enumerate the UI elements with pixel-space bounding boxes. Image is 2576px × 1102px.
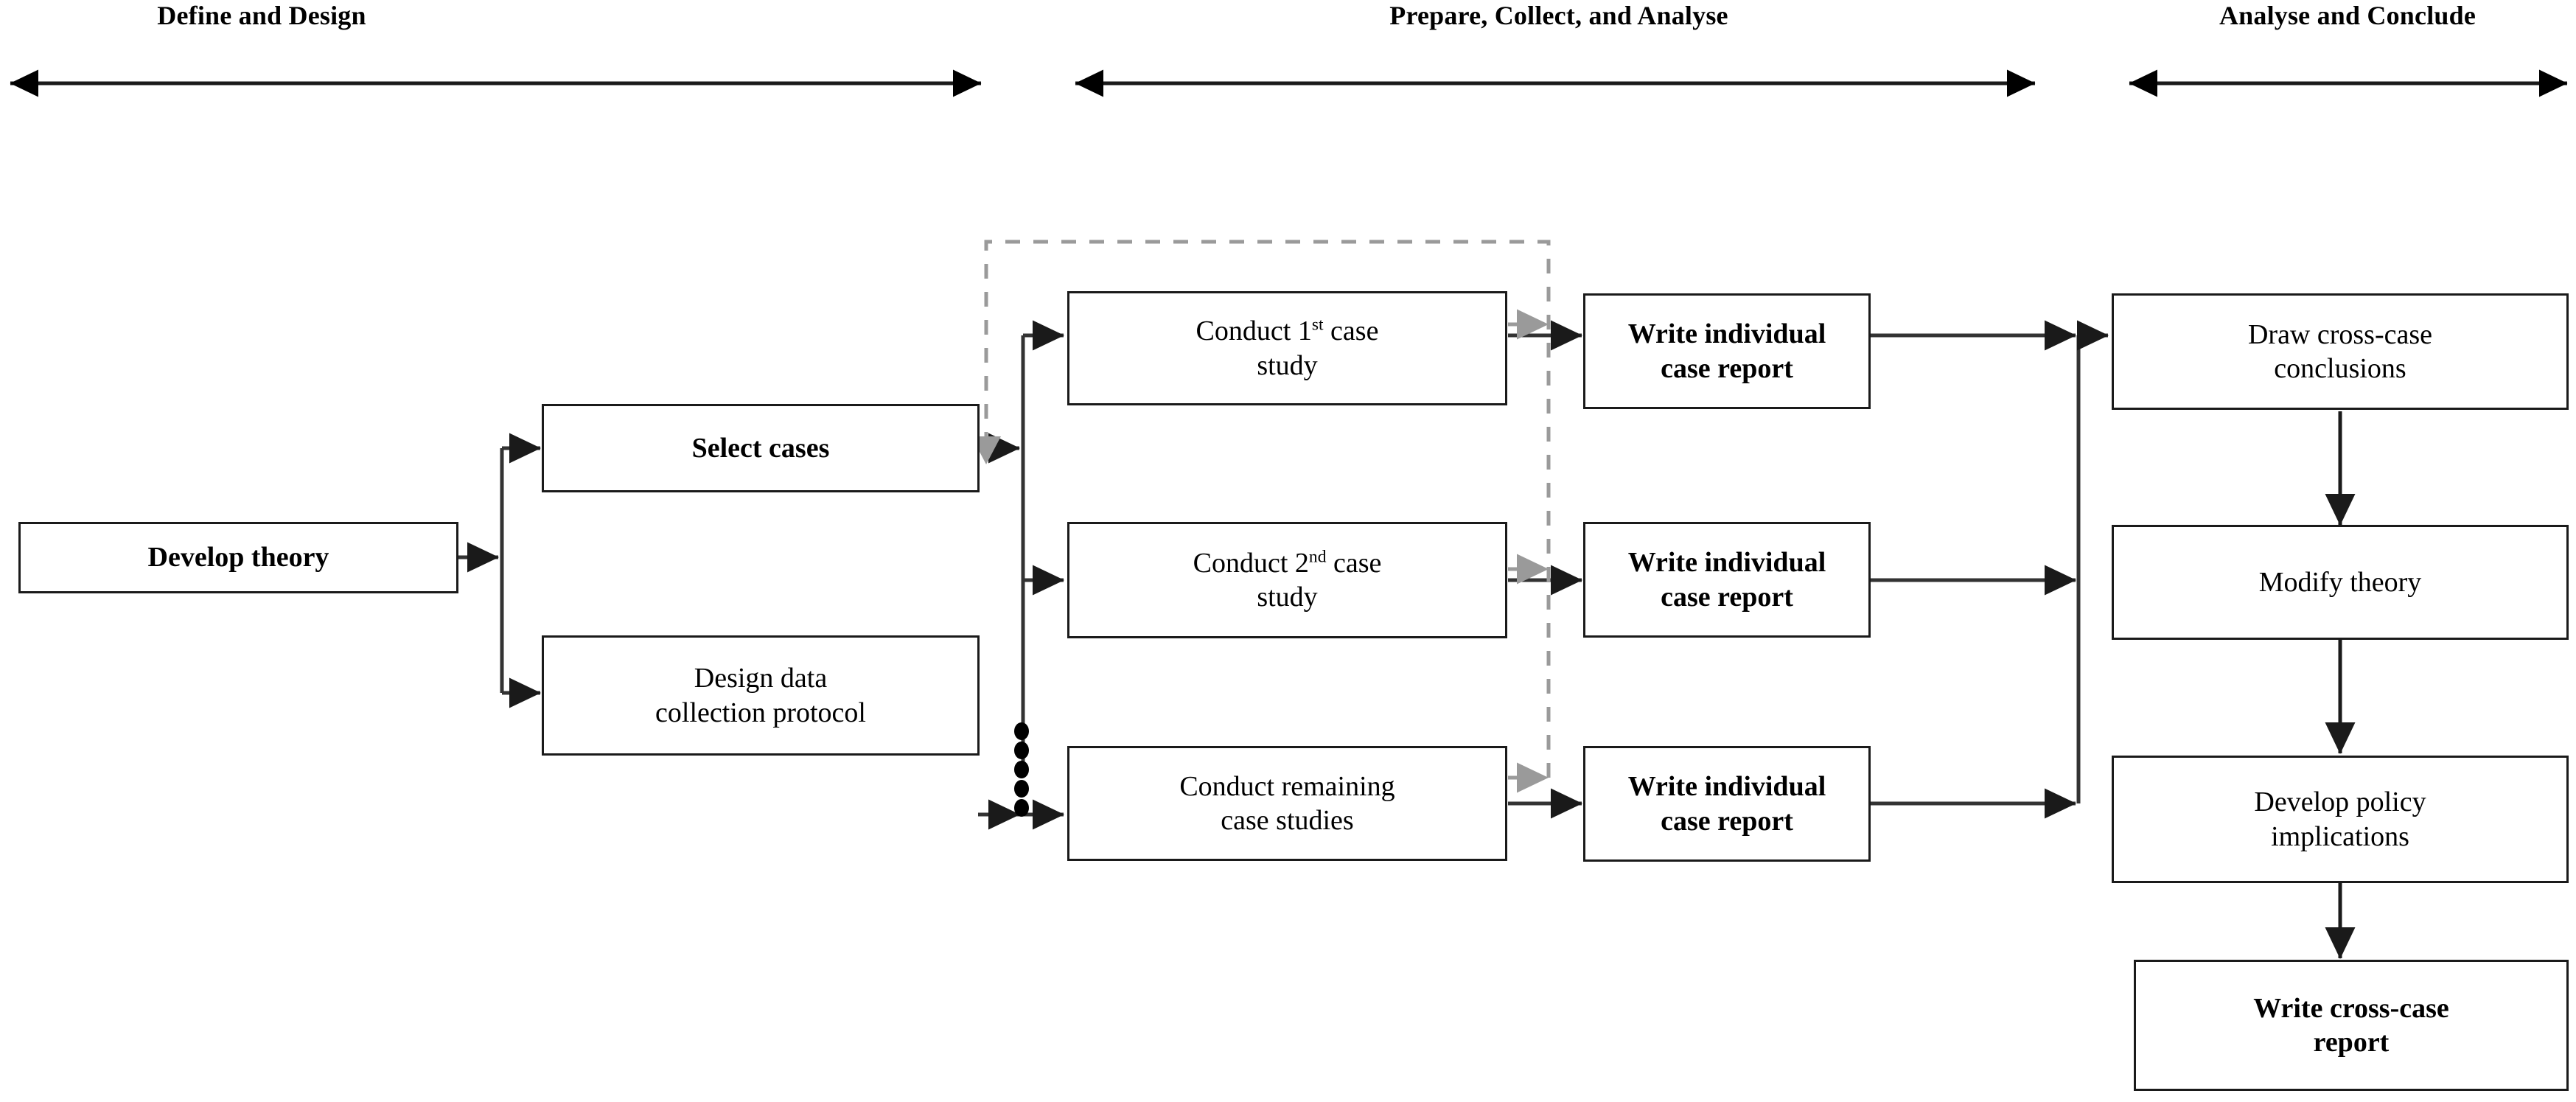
node-report3-line1: Write individual (1627, 771, 1826, 803)
node-report2-line1: Write individual (1627, 547, 1826, 579)
phase-label-define-and-design: Define and Design (157, 1, 366, 30)
phase-label-analyse-and-conclude: Analyse and Conclude (2219, 1, 2476, 30)
node-conduct-case2-line2: study (1257, 582, 1318, 613)
node-conduct-case1-postfix: case (1323, 315, 1379, 347)
node-draw-conclusions-line2: conclusions (2274, 353, 2406, 384)
node-conduct-case2-prefix: Conduct 2 (1193, 547, 1309, 579)
node-conduct-case2-ordinal-suffix: nd (1308, 546, 1327, 566)
ellipsis-dot (1014, 742, 1029, 759)
node-write-individual-case-report-1[interactable]: Write individual case report (1583, 293, 1871, 409)
node-conduct-1st-case-study[interactable]: Conduct 1st case study (1067, 291, 1507, 405)
node-write-individual-case-report-3[interactable]: Write individual case report (1583, 746, 1871, 862)
node-design-protocol-line2: collection protocol (655, 697, 866, 728)
node-conduct-case2-postfix: case (1326, 547, 1382, 579)
phase-label-prepare-collect-analyse: Prepare, Collect, and Analyse (1389, 1, 1728, 30)
node-conduct-case1-prefix: Conduct 1 (1195, 315, 1312, 347)
node-modify-theory-label: Modify theory (2258, 566, 2422, 598)
connector-develop-theory-to-split (458, 433, 542, 708)
node-report1-line2: case report (1661, 352, 1793, 384)
node-write-individual-case-report-2[interactable]: Write individual case report (1583, 522, 1871, 638)
node-conduct-remaining-case-studies[interactable]: Conduct remaining case studies (1067, 746, 1507, 861)
node-draw-cross-case-conclusions[interactable]: Draw cross-case conclusions (2112, 293, 2569, 410)
node-report1-line1: Write individual (1627, 318, 1826, 350)
node-select-cases[interactable]: Select cases (542, 404, 980, 492)
node-write-cross-case-line2: report (2313, 1027, 2390, 1058)
ellipsis-dot (1014, 722, 1029, 740)
node-develop-theory-label: Develop theory (147, 542, 329, 573)
connector-reports-to-collector (1870, 320, 2109, 819)
node-select-cases-label: Select cases (691, 432, 830, 464)
node-conduct-remaining-line1: Conduct remaining (1179, 770, 1395, 802)
node-conduct-case1-ordinal-suffix: st (1311, 315, 1324, 335)
node-report3-line2: case report (1661, 805, 1793, 837)
node-write-cross-case-report[interactable]: Write cross-case report (2134, 960, 2569, 1091)
connector-case-distributor (1021, 320, 1065, 830)
ellipsis-dot (1014, 761, 1029, 778)
node-draw-conclusions-line1: Draw cross-case (2247, 318, 2433, 350)
node-conduct-2nd-case-study[interactable]: Conduct 2nd case study (1067, 522, 1507, 638)
node-design-data-collection-protocol[interactable]: Design data collection protocol (542, 635, 980, 756)
node-write-cross-case-line1: Write cross-case (2253, 992, 2449, 1024)
node-design-protocol-line1: Design data (694, 663, 828, 694)
node-conduct-case1-line2: study (1257, 349, 1318, 381)
node-develop-policy-implications[interactable]: Develop policy implications (2112, 756, 2569, 883)
ellipsis-dot (1014, 799, 1029, 817)
node-develop-policy-line2: implications (2271, 820, 2409, 852)
node-develop-policy-line1: Develop policy (2254, 787, 2426, 818)
node-modify-theory[interactable]: Modify theory (2112, 525, 2569, 640)
ellipsis-dot (1014, 780, 1029, 798)
node-develop-theory[interactable]: Develop theory (18, 522, 458, 593)
node-conduct-remaining-line2: case studies (1221, 805, 1354, 836)
node-report2-line2: case report (1661, 581, 1793, 613)
